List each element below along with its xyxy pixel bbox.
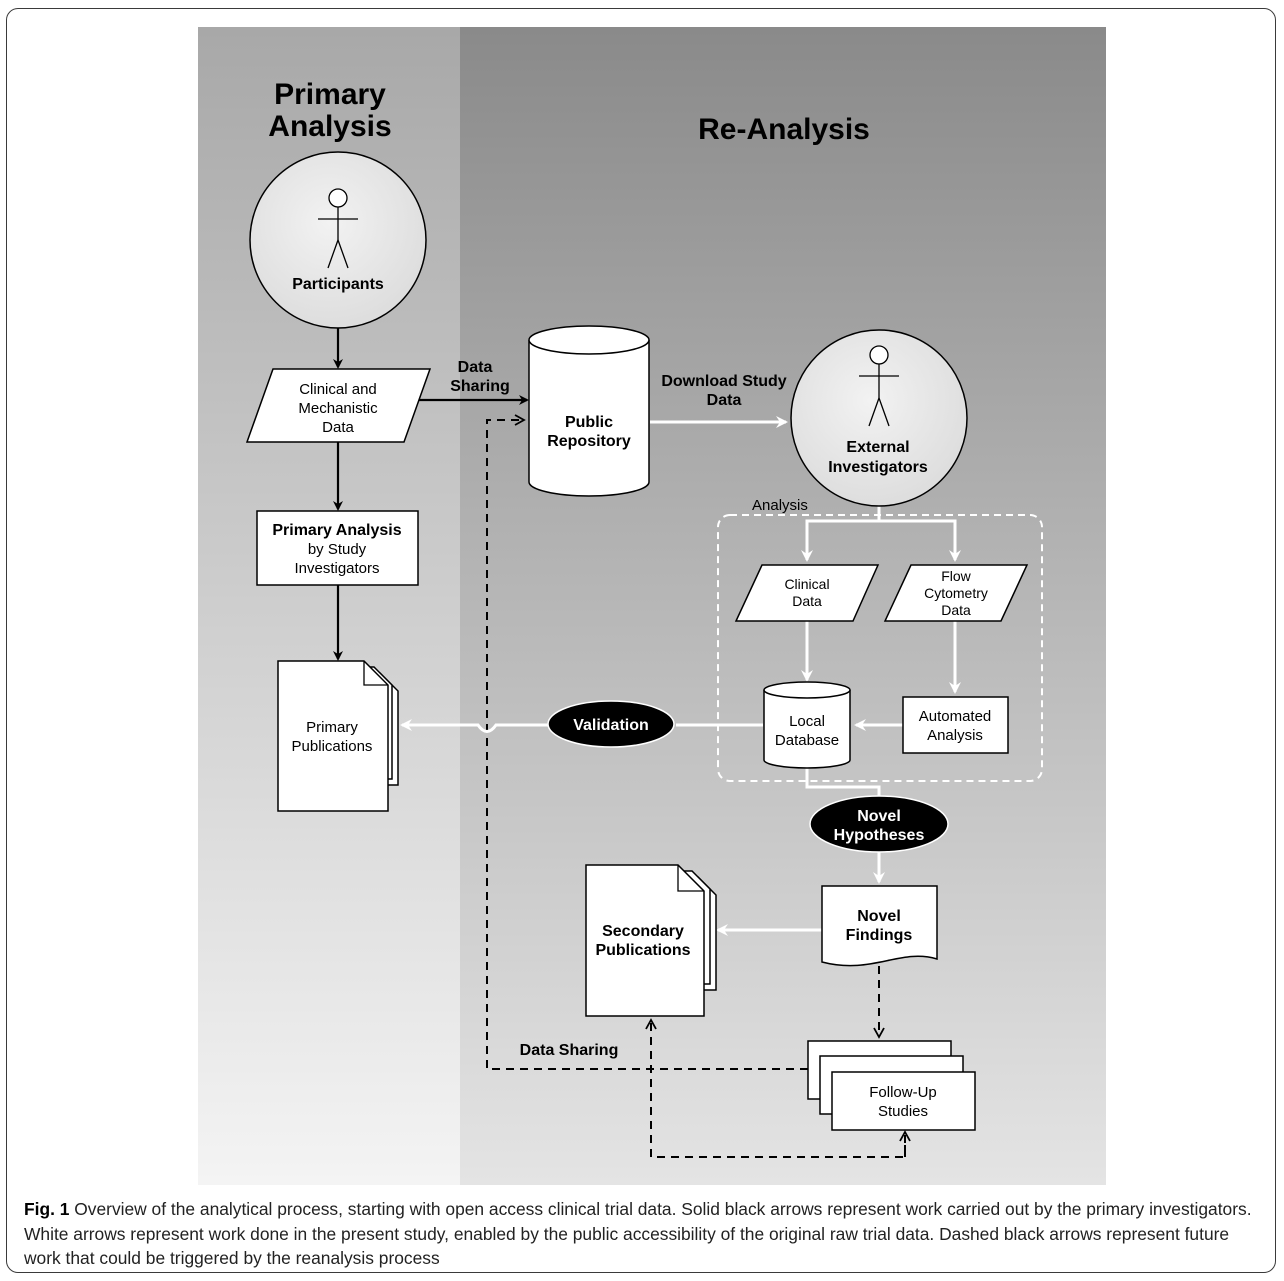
primary-analysis-label-3: Investigators (294, 560, 379, 577)
primary-publications-node: Primary Publications (277, 660, 399, 812)
data-sharing-label-top-1: Data (458, 359, 493, 376)
local-database-node: Local Database (763, 681, 851, 769)
clinical-data-label-1: Clinical (784, 576, 829, 592)
novel-findings-label-1: Novel (857, 908, 901, 925)
clinical-mechanistic-label-1: Clinical and (299, 381, 377, 398)
participants-node: Participants (249, 151, 427, 329)
automated-analysis-label-1: Automated (919, 708, 992, 725)
public-repository-label-1: Public (565, 414, 613, 431)
local-database-label-2: Database (775, 732, 839, 749)
participants-label: Participants (292, 276, 384, 293)
flow-cytometry-label-3: Data (941, 602, 971, 618)
primary-panel-title-2: Analysis (268, 110, 391, 143)
download-study-data-label-2: Data (707, 392, 742, 409)
flow-cytometry-label-1: Flow (941, 568, 971, 584)
caption-label: Fig. 1 (24, 1199, 70, 1219)
figure-caption: Fig. 1 Overview of the analytical proces… (24, 1197, 1264, 1271)
analysis-group-label: Analysis (752, 497, 808, 514)
public-repository-node: Public Repository (528, 325, 650, 497)
clinical-data-label-2: Data (792, 593, 822, 609)
validation-label: Validation (573, 717, 649, 734)
primary-publications-label-2: Publications (292, 738, 373, 755)
person-icon (318, 188, 358, 269)
analysis-group-box (717, 514, 1043, 782)
novel-hypotheses-label-2: Hypotheses (834, 827, 925, 844)
reanalysis-panel-title: Re-Analysis (698, 113, 870, 146)
automated-analysis-node: Automated Analysis (902, 696, 1009, 754)
future-arrows (486, 414, 911, 1158)
flow-cytometry-label-2: Cytometry (924, 585, 988, 601)
novel-hypotheses-label-1: Novel (857, 808, 901, 825)
novel-hypotheses-node: Novel Hypotheses (809, 795, 949, 853)
secondary-publications-label-1: Secondary (602, 923, 684, 940)
primary-arrows (333, 327, 529, 661)
primary-analysis-node: Primary Analysis by Study Investigators (256, 510, 419, 586)
primary-analysis-label-2: by Study (308, 541, 367, 558)
local-database-label-1: Local (789, 713, 825, 730)
flow-diagram: Primary Analysis Re-Analysis Analysis (198, 27, 1106, 1185)
validation-node: Validation (547, 700, 675, 748)
external-investigators-label-1: External (846, 439, 909, 456)
external-investigators-node: External Investigators (790, 329, 968, 507)
data-sharing-label-top-2: Sharing (450, 378, 510, 395)
novel-findings-label-2: Findings (846, 927, 913, 944)
person-icon (859, 345, 899, 427)
flow-cytometry-data-node: Flow Cytometry Data (883, 564, 1029, 622)
follow-up-label-1: Follow-Up (869, 1084, 937, 1101)
data-sharing-label-bottom: Data Sharing (520, 1042, 619, 1059)
figure-frame (6, 8, 1276, 1273)
clinical-mechanistic-label-3: Data (322, 419, 354, 436)
follow-up-label-2: Studies (878, 1103, 928, 1120)
secondary-publications-node: Secondary Publications (585, 864, 717, 1017)
secondary-publications-label-2: Publications (595, 942, 690, 959)
novel-findings-node: Novel Findings (821, 885, 938, 967)
download-study-data-label-1: Download Study (661, 373, 786, 390)
primary-publications-label-1: Primary (306, 719, 358, 736)
present-arrows (400, 416, 961, 936)
caption-text: Overview of the analytical process, star… (24, 1199, 1252, 1268)
automated-analysis-label-2: Analysis (927, 727, 983, 744)
primary-analysis-label-1: Primary Analysis (272, 522, 401, 539)
public-repository-label-2: Repository (547, 433, 631, 450)
primary-panel-title: Primary (274, 78, 386, 111)
clinical-mechanistic-label-2: Mechanistic (298, 400, 378, 417)
follow-up-studies-node: Follow-Up Studies (807, 1040, 976, 1131)
clinical-data-node: Clinical Data (734, 564, 880, 622)
external-investigators-label-2: Investigators (828, 459, 928, 476)
clinical-mechanistic-data-node: Clinical and Mechanistic Data (245, 368, 432, 443)
